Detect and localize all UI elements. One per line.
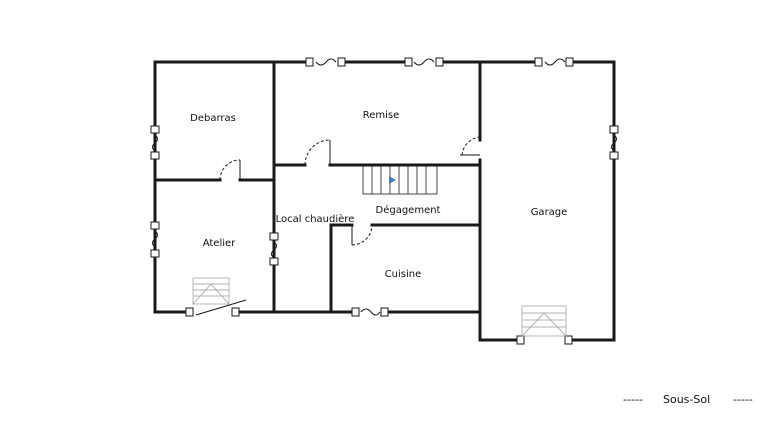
door-debarras (219, 159, 241, 181)
caption-dash-right: ----- (733, 393, 753, 406)
window-right (609, 125, 619, 160)
door-frame-right (231, 307, 240, 317)
window-left-2 (150, 221, 160, 258)
doors (195, 136, 481, 316)
door-garage (461, 136, 481, 156)
window-left-1 (150, 125, 160, 160)
window-atelier-right (269, 232, 279, 266)
door-remise (304, 139, 331, 166)
caption-dash-left: ----- (623, 393, 643, 406)
room-label-degagement: Dégagement (376, 204, 441, 216)
room-label-debarras: Debarras (190, 113, 236, 124)
room-label-atelier: Atelier (203, 238, 236, 249)
window-top-2 (404, 57, 444, 67)
window-top-3 (534, 57, 574, 67)
window-bottom-cuisine (351, 307, 389, 317)
room-label-garage: Garage (531, 207, 568, 218)
door-atelier-exterior (195, 299, 247, 316)
room-label-cuisine: Cuisine (385, 269, 422, 280)
window-top-1 (305, 57, 346, 67)
door-cuisine (351, 224, 373, 246)
room-label-remise: Remise (363, 110, 400, 121)
door-frame-left (185, 307, 194, 317)
stair-arrow-icon (389, 176, 396, 184)
garage-door-frame-left (516, 335, 525, 345)
room-label-local-chaudiere: Local chaudière (276, 213, 355, 225)
staircase (362, 165, 438, 195)
level-caption: ----- Sous-Sol ----- (623, 393, 753, 406)
exterior-steps-garage (521, 305, 567, 337)
windows (150, 57, 619, 345)
walls (153, 60, 616, 342)
garage-door-frame-right (564, 335, 573, 345)
level-name: Sous-Sol (663, 393, 710, 406)
exterior-steps-atelier (192, 277, 230, 305)
